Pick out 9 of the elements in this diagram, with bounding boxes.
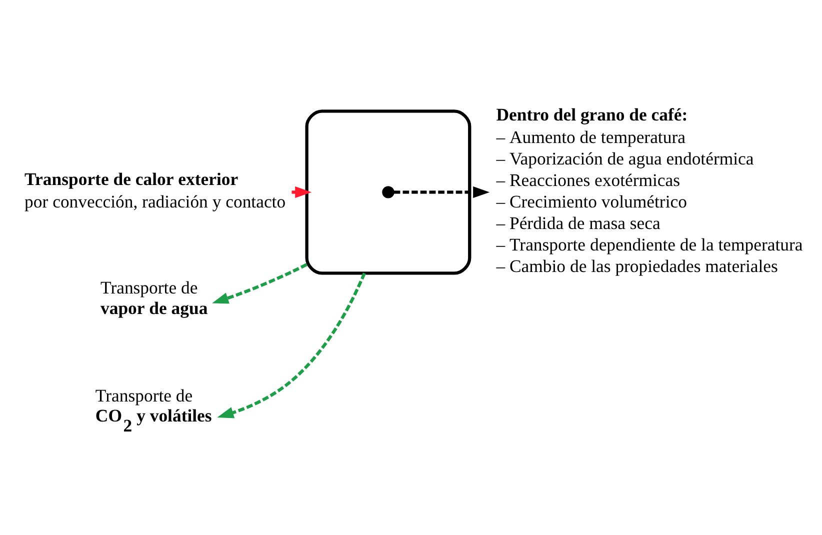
arrow xyxy=(292,186,312,198)
node-text: Transporte de calor exterior por convección, radiación y contacto xyxy=(24,168,286,212)
node-text: Dentro del grano de café: – Aumento de temperatura – Vaporización de agua endotérmica – Reacciones exotérmicas – Crecimiento volumétrico – Pérdida de masa seca – Transporte dependiente de la temperatura – Cambio de las propiedades materiales xyxy=(496,104,803,276)
arrow xyxy=(394,186,490,198)
arrow xyxy=(212,263,308,304)
cluster xyxy=(305,110,472,275)
node-circle xyxy=(382,186,394,198)
arrow xyxy=(217,272,366,418)
node-text: Transporte de vapor de agua xyxy=(100,278,208,318)
